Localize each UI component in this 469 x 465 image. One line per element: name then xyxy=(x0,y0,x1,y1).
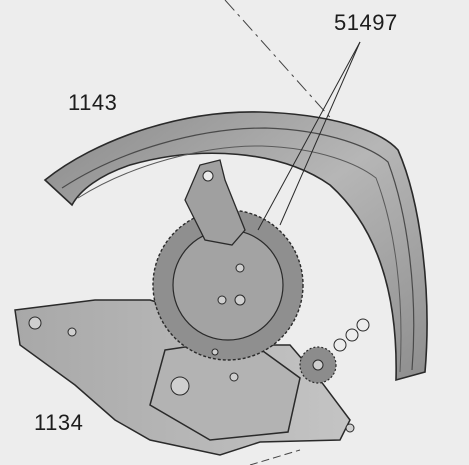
screw xyxy=(170,376,190,396)
central-gear-hub xyxy=(172,229,284,341)
leader-line xyxy=(257,41,361,231)
leader-line xyxy=(279,41,361,226)
dash-axis-line-lower xyxy=(249,449,301,465)
ring xyxy=(345,328,359,342)
part-number-label: 51497 xyxy=(334,10,398,35)
arm-pivot-hole xyxy=(202,170,214,182)
ring xyxy=(333,338,347,352)
rotor-rim-groove xyxy=(61,127,415,371)
screw xyxy=(28,316,42,330)
part-number-label: 1134 xyxy=(34,410,84,435)
screw xyxy=(67,327,77,337)
small-wheel-center xyxy=(312,359,324,371)
ring xyxy=(356,318,370,332)
screw xyxy=(234,294,246,306)
screw xyxy=(235,263,245,273)
rotor-rim-groove-inner xyxy=(77,145,402,373)
screw xyxy=(217,295,227,305)
screw xyxy=(211,348,219,356)
reverser-arm xyxy=(184,159,246,246)
screw xyxy=(229,372,239,382)
part-number-label: 1143 xyxy=(68,90,118,115)
screw xyxy=(345,423,355,433)
dash-axis-line xyxy=(224,0,396,191)
rotor-weight xyxy=(43,111,428,382)
